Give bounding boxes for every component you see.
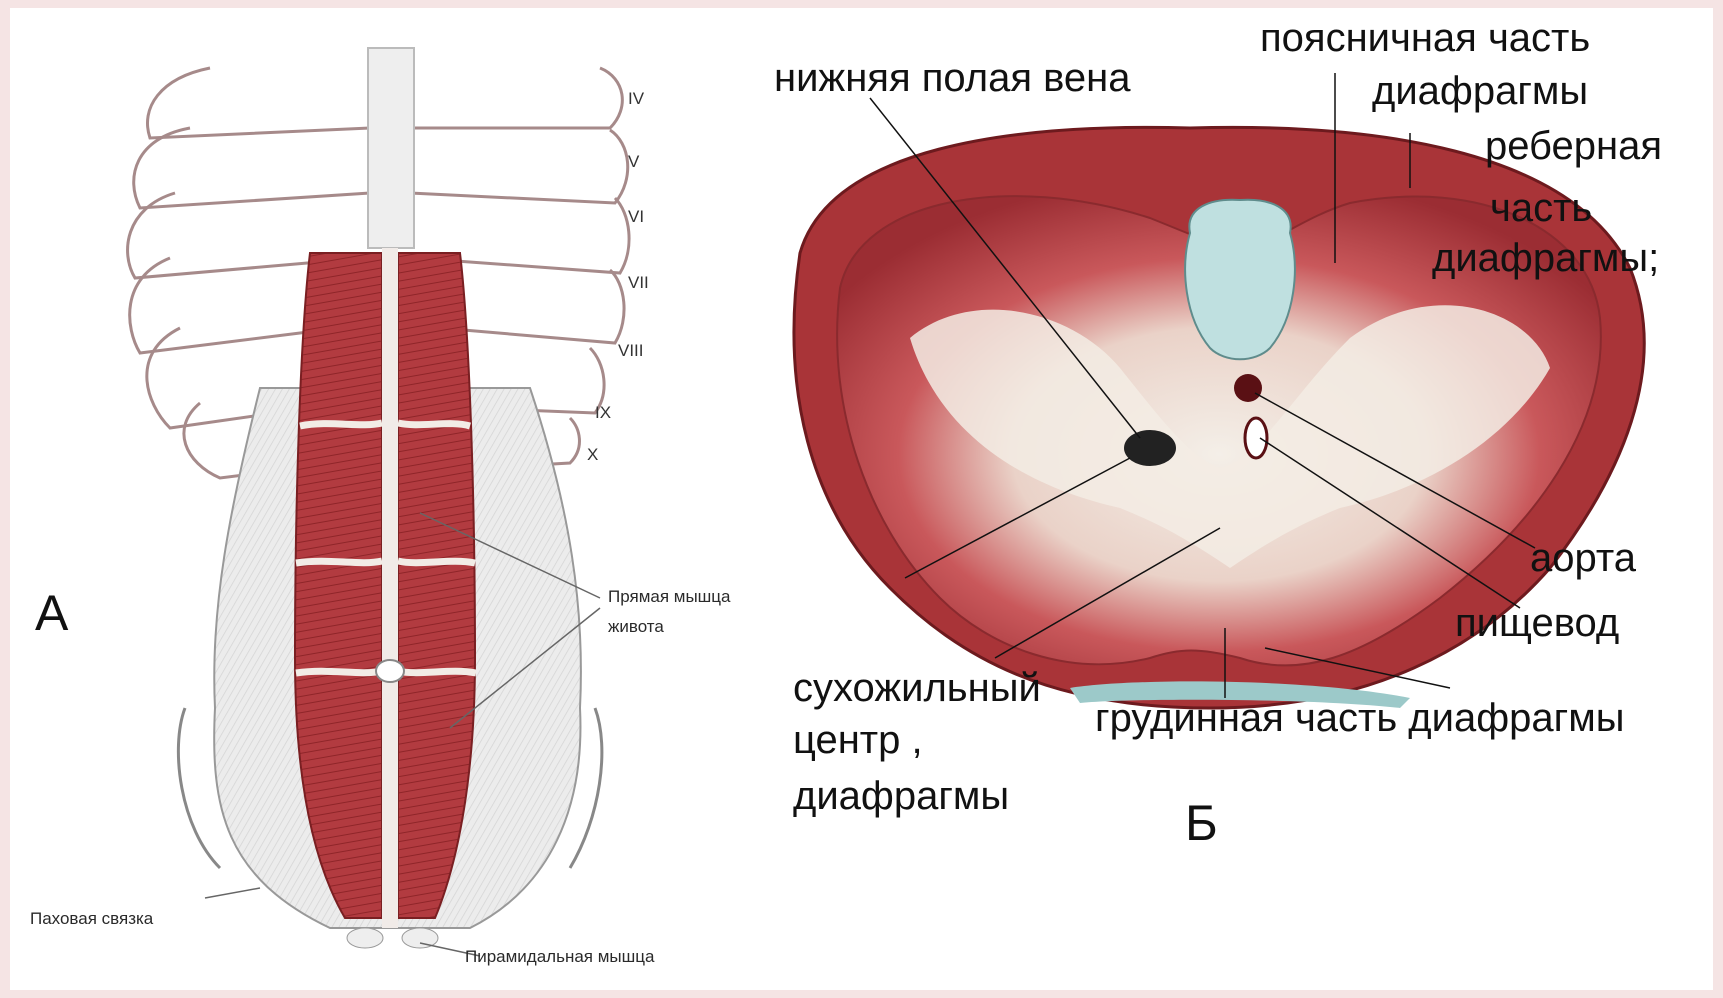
inguinal-ligament-label: Паховая связка <box>30 910 153 927</box>
rib-label-vii: VII <box>628 274 649 291</box>
rib-label-viii: VIII <box>618 342 644 359</box>
costal-part-label-line3: диафрагмы; <box>1432 238 1659 278</box>
rib-label-iv: IV <box>628 90 644 107</box>
aorta-label: аорта <box>1530 538 1636 578</box>
pyramidal-muscle-label: Пирамидальная мышца <box>465 948 654 965</box>
esophageal-opening <box>1245 418 1267 458</box>
ivc-label: нижняя полая вена <box>774 58 1130 98</box>
anatomy-illustration <box>10 8 1713 990</box>
figure-frame: А Б IV V VI VII VIII IX X Прямая мышца ж… <box>10 8 1713 990</box>
ivc-opening <box>1124 430 1176 466</box>
costal-part-label-line1: реберная <box>1485 126 1662 166</box>
umbilicus <box>376 660 404 682</box>
rectus-right <box>398 253 475 918</box>
rectus-label-line2: живота <box>608 618 664 635</box>
costal-part-label-line2: часть <box>1490 188 1592 228</box>
central-tendon-label-line3: диафрагмы <box>793 776 1009 816</box>
rectus-label-line1: Прямая мышца <box>608 588 731 605</box>
rib-label-v: V <box>628 153 639 170</box>
central-tendon-label-line1: сухожильный <box>793 668 1041 708</box>
lumbar-part-label-line1: поясничная часть <box>1260 18 1590 58</box>
central-tendon-label-line2: центр , <box>793 720 923 760</box>
vertebra <box>1185 200 1295 359</box>
panel-a-letter: А <box>35 588 68 638</box>
lumbar-part-label-line2: диафрагмы <box>1372 71 1588 111</box>
aortic-opening <box>1234 374 1262 402</box>
rib-label-vi: VI <box>628 208 644 225</box>
rib-label-ix: IX <box>595 404 611 421</box>
esophagus-label: пищевод <box>1455 603 1619 643</box>
panel-a-figure <box>115 28 805 958</box>
panel-b-letter: Б <box>1185 798 1218 848</box>
rib-label-x: X <box>587 446 598 463</box>
sternal-part-label: грудинная часть диафрагмы <box>1095 698 1624 738</box>
